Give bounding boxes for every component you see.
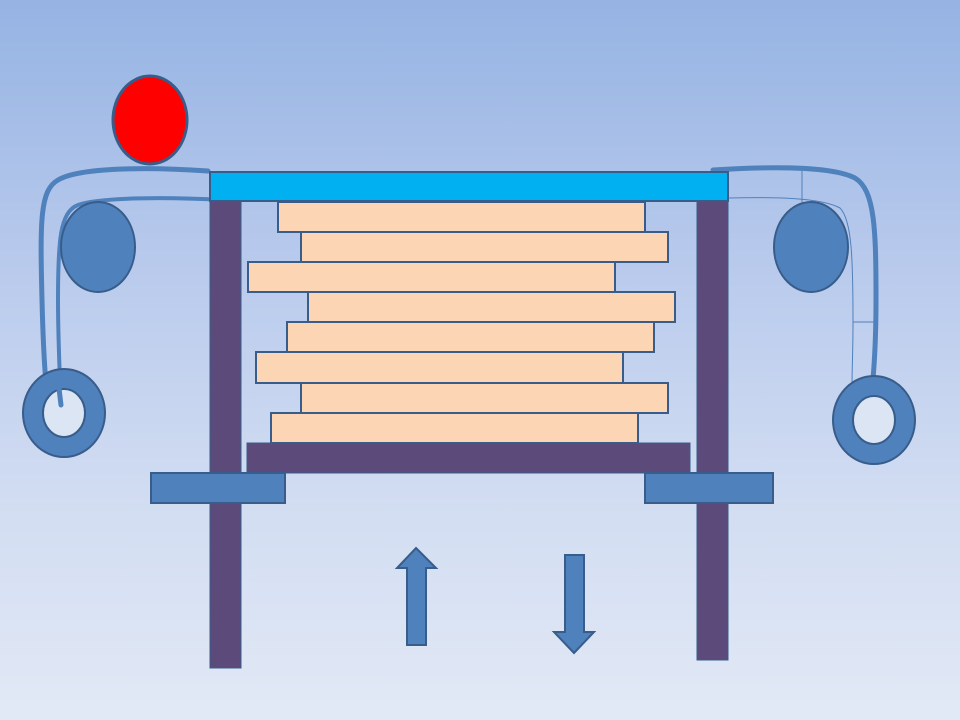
layer-stack (247, 201, 676, 444)
left-cable (38, 166, 211, 405)
left-post (209, 199, 242, 669)
arrow-down-icon (551, 554, 597, 655)
right-ring (832, 375, 916, 465)
left-weight (60, 201, 136, 293)
layer (247, 261, 616, 293)
left-cable-inner (55, 196, 224, 407)
red-indicator (111, 74, 189, 166)
layer (286, 321, 655, 353)
left-cable-end (55, 377, 64, 408)
right-weight (773, 201, 849, 293)
layer (270, 412, 639, 444)
base-plate (246, 442, 691, 474)
right-bracket (644, 472, 774, 504)
top-plate (209, 171, 729, 202)
right-cable (710, 165, 879, 393)
arrow-up-icon (394, 546, 439, 646)
left-bracket (150, 472, 286, 504)
layer (277, 201, 646, 233)
left-ring (22, 368, 106, 458)
layer (255, 351, 624, 384)
right-cable-inner (727, 197, 854, 386)
layer (300, 382, 669, 414)
layer (307, 291, 676, 323)
layer (300, 231, 669, 263)
right-post (696, 199, 729, 661)
